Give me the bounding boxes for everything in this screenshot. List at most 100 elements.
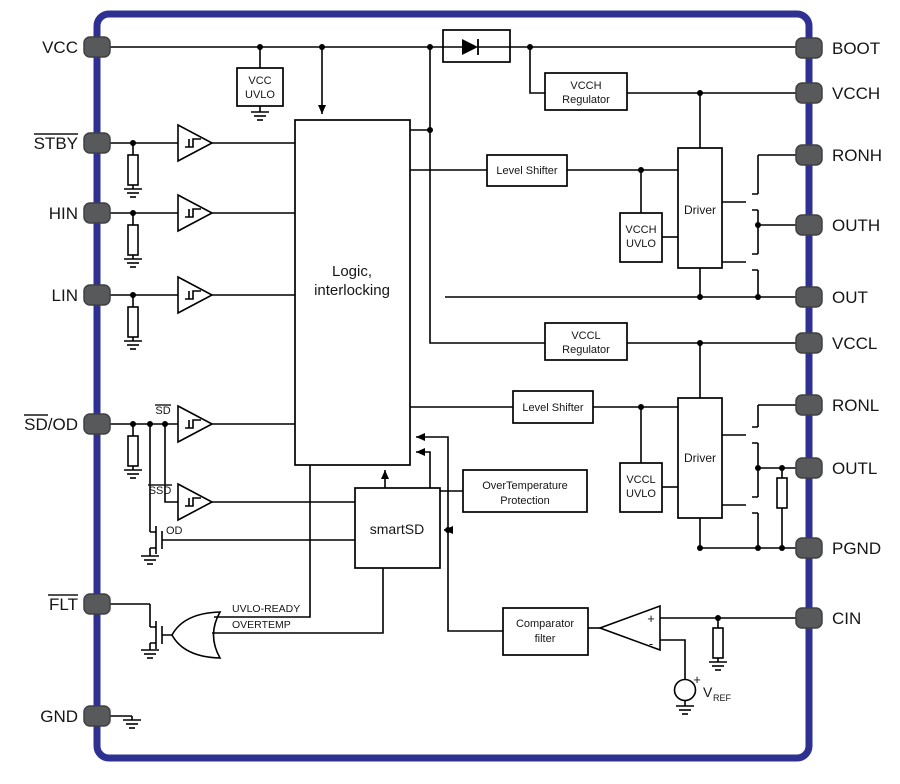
ground-icon: [140, 555, 160, 565]
comparator-minus-label: -: [649, 636, 653, 651]
pin-out: [795, 286, 823, 308]
pin-label-out: OUT: [832, 288, 868, 307]
block-driver-low: Driver: [677, 397, 723, 519]
pin-label-flt: FLT: [49, 595, 78, 614]
vcc-uvlo-label: UVLO: [245, 89, 275, 101]
smartsd-label: smartSD: [370, 521, 424, 537]
pin-label-boot: BOOT: [832, 39, 880, 58]
schmitt-ssd-icon: [177, 482, 214, 522]
pin-label-cin: CIN: [832, 609, 861, 628]
pin-label-lin: LIN: [52, 286, 78, 305]
ground-icon: [123, 340, 143, 350]
resistor-icon: [127, 435, 139, 467]
pin-label-ronl: RONL: [832, 396, 879, 415]
vref-source-icon: + V REF: [673, 672, 732, 703]
block-comparator-filter: Comparator filter: [502, 607, 589, 656]
pin-label-stby: STBY: [34, 134, 78, 153]
pin-ronh: [795, 144, 823, 166]
schmitt-lin-icon: [177, 275, 214, 315]
block-vccl-regulator: VCCL Regulator: [544, 322, 628, 361]
resistor-icon: [776, 477, 788, 509]
block-vcch-uvlo: VCCH UVLO: [619, 212, 663, 263]
driver-low-label: Driver: [684, 451, 716, 465]
vccl-uvlo-label: VCCL: [626, 474, 655, 486]
resistor-icon: [127, 154, 139, 186]
comparator-filter-label: Comparator: [516, 618, 574, 630]
pin-label-outl: OUTL: [832, 459, 877, 478]
pins: [83, 36, 823, 727]
vref-label: V: [703, 684, 713, 700]
pin-vcch: [795, 82, 823, 104]
ground-icon: [250, 111, 270, 121]
ssd-signal-label: SSD: [149, 485, 172, 497]
pin-flt: [83, 593, 111, 615]
block-vccl-uvlo: VCCL UVLO: [619, 462, 663, 513]
resistor-icon: [712, 627, 724, 659]
pin-label-ronh: RONH: [832, 146, 882, 165]
block-logic: Logic, interlocking: [294, 119, 411, 466]
or-gate-icon: [171, 611, 222, 659]
pin-vcc: [83, 36, 111, 58]
pin-gnd: [83, 705, 111, 727]
vcch-regulator-label: VCCH: [570, 80, 601, 92]
pin-label-sd-od: SD/OD: [24, 415, 78, 434]
pin-pgnd: [795, 537, 823, 559]
schmitt-stby-icon: [177, 123, 214, 163]
pin-stby: [83, 132, 111, 154]
vref-plus-label: +: [693, 672, 701, 687]
vccl-uvlo-label: UVLO: [626, 488, 656, 500]
pin-boot: [795, 37, 823, 59]
od-signal-label: OD: [166, 525, 183, 537]
vccl-regulator-label: VCCL: [571, 330, 600, 342]
ground-icon: [708, 661, 728, 671]
pin-label-outh: OUTH: [832, 216, 880, 235]
comparator-filter-label: filter: [535, 633, 556, 645]
signal-labels: SD SSD OD UVLO-READY OVERTEMP: [148, 404, 300, 631]
vccl-regulator-label: Regulator: [562, 344, 610, 356]
chip-border: [93, 10, 813, 762]
vcch-regulator-label: Regulator: [562, 94, 610, 106]
block-overtemp-protection: OverTemperature Protection: [462, 469, 588, 513]
pin-label-gnd: GND: [40, 707, 78, 726]
vcch-uvlo-label: UVLO: [626, 238, 656, 250]
sd-signal-label: SD: [155, 405, 170, 417]
pin-outl: [795, 457, 823, 479]
overtemp-label: OVERTEMP: [232, 619, 291, 631]
comparator-plus-label: +: [647, 611, 655, 626]
overtemp-protection-label: Protection: [500, 495, 550, 507]
block-vcc-uvlo: VCC UVLO: [236, 67, 284, 107]
block-level-shifter-low: Level Shifter: [512, 390, 594, 424]
ground-icon: [140, 649, 160, 659]
ground-icon: [123, 469, 143, 479]
pin-outh: [795, 214, 823, 236]
level-shifter-high-label: Level Shifter: [496, 165, 557, 177]
ground-icon: [675, 705, 695, 715]
vcc-uvlo-label: VCC: [248, 75, 271, 87]
block-smartsd: smartSD: [354, 487, 441, 569]
pin-label-vccl: VCCL: [832, 334, 877, 353]
ground-icon: [122, 719, 142, 729]
block-level-shifter-high: Level Shifter: [486, 154, 568, 187]
pin-lin: [83, 284, 111, 306]
schmitt-buffers: [177, 123, 214, 522]
pin-label-vcc: VCC: [42, 38, 78, 57]
bootstrap-diode-icon: [442, 29, 511, 63]
pin-ronl: [795, 394, 823, 416]
block-driver-high: Driver: [677, 147, 723, 269]
pin-label-pgnd: PGND: [832, 539, 881, 558]
logic-label: Logic,: [332, 263, 372, 280]
pin-sd-od: [83, 413, 111, 435]
vcch-uvlo-label: VCCH: [625, 224, 656, 236]
schmitt-hin-icon: [177, 193, 214, 233]
comparator-icon: + -: [597, 604, 661, 652]
driver-high-label: Driver: [684, 203, 716, 217]
pin-labels: VCC STBY HIN LIN SD/OD FLT GND BOOT VCCH…: [24, 38, 882, 726]
logic-label: interlocking: [314, 282, 390, 299]
block-vcch-regulator: VCCH Regulator: [544, 72, 628, 111]
junction-dots: [130, 44, 785, 621]
vref-sub-label: REF: [713, 693, 732, 703]
pin-vccl: [795, 332, 823, 354]
ground-icon: [123, 188, 143, 198]
overtemp-protection-label: OverTemperature: [482, 480, 568, 492]
